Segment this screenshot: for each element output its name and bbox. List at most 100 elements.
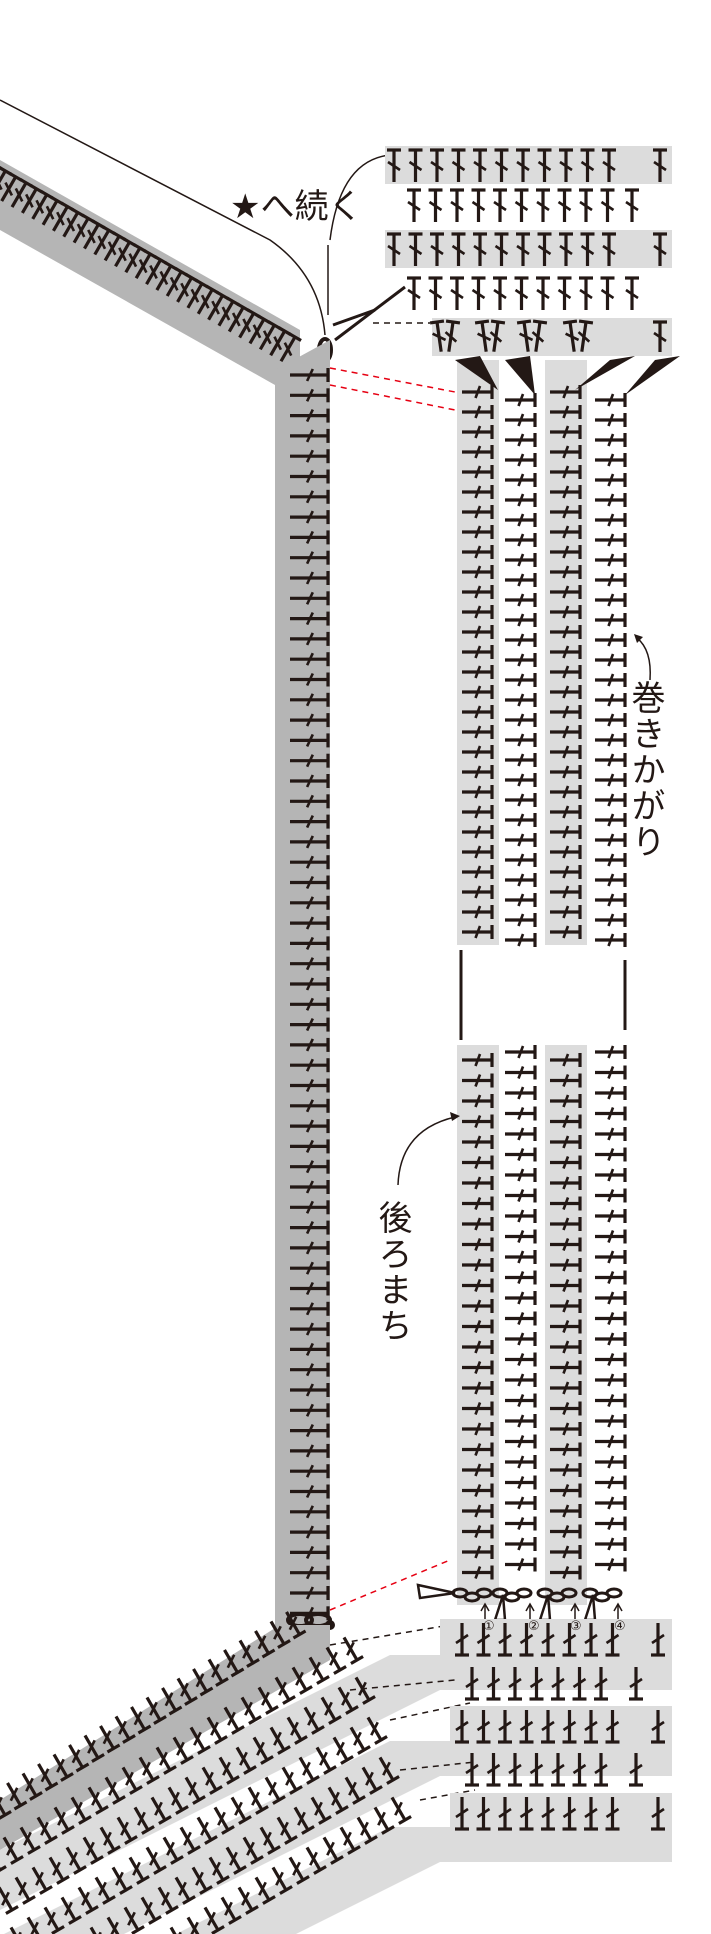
stitch-symbol <box>505 653 537 667</box>
stitch-symbol <box>0 166 13 196</box>
stitch-symbol <box>550 585 582 599</box>
stitch-symbol <box>595 873 627 887</box>
stitch-symbol <box>505 1270 537 1285</box>
stitch-symbol <box>155 1746 177 1775</box>
stitch-symbol <box>37 1763 59 1792</box>
stitch-symbol <box>450 276 464 310</box>
stitch-symbol <box>462 785 494 799</box>
stitch-symbol <box>462 745 494 759</box>
stitch-symbol <box>48 1856 70 1885</box>
stitch-symbol <box>595 813 627 827</box>
stitch-symbol <box>269 1620 291 1649</box>
stitch-symbol <box>462 645 494 659</box>
stitch-symbol <box>550 785 582 799</box>
stitch-symbol <box>462 425 494 439</box>
stitch-symbol <box>238 308 261 339</box>
stitch-symbol <box>505 813 537 827</box>
stitch-symbol <box>462 1053 494 1067</box>
stitch-symbol <box>498 1623 512 1657</box>
stitch-symbol <box>651 1710 665 1744</box>
stitch-symbol <box>550 1545 582 1559</box>
stitch-symbol <box>462 1073 494 1088</box>
stitch-symbol <box>290 1098 330 1113</box>
stitch-symbol <box>220 1896 242 1925</box>
stitch-symbol <box>186 1916 203 1934</box>
stitch-symbol <box>274 1676 296 1705</box>
stitch-symbol <box>237 1886 259 1915</box>
stitch-symbol <box>0 1886 19 1915</box>
stitch-symbol <box>290 1058 330 1073</box>
stitch-symbol <box>387 148 401 182</box>
stitch-symbol <box>87 1786 109 1815</box>
stitch-symbol <box>179 1826 201 1855</box>
stitch-symbol <box>254 1876 276 1905</box>
stitch-symbol <box>505 593 537 607</box>
stitch-symbol <box>247 1786 269 1815</box>
stitch-symbol <box>290 1017 330 1032</box>
stitch-symbol <box>366 1716 388 1745</box>
stitch-symbol <box>290 936 330 951</box>
stitch-symbol <box>290 1261 330 1276</box>
stitch-symbol <box>595 793 627 807</box>
stitch-symbol <box>462 1524 494 1539</box>
stitch-symbol <box>145 255 168 285</box>
stitch-symbol <box>344 1776 366 1805</box>
stitch-symbol <box>462 465 494 479</box>
stitch-symbol <box>462 1278 494 1293</box>
stitch-symbol <box>124 243 147 274</box>
stitch-symbol <box>550 1422 582 1436</box>
stitch-symbol <box>550 1053 582 1067</box>
stitch-symbol <box>505 1147 537 1162</box>
stitch-symbol <box>2 1836 24 1865</box>
stitch-symbol <box>290 1119 330 1134</box>
stitch-symbol <box>505 1045 537 1059</box>
stitch-symbol <box>462 905 494 919</box>
stitch-symbol <box>172 1736 194 1765</box>
stitch-symbol <box>225 1846 247 1875</box>
stitch-symbol <box>550 505 582 519</box>
stitch-symbol <box>72 213 95 244</box>
stitch-symbol <box>157 1886 179 1915</box>
stitch-symbol <box>595 1373 627 1387</box>
stitch-symbol <box>595 1455 627 1469</box>
stitch-symbol <box>264 1776 286 1805</box>
stitch-symbol <box>537 232 552 266</box>
stitch-symbol <box>26 1916 43 1934</box>
stitch-symbol <box>462 1422 494 1436</box>
stitch-symbol <box>290 489 330 504</box>
stitch-symbol <box>595 733 627 747</box>
stitch-symbol <box>161 1687 183 1716</box>
stitch-symbol <box>505 1414 537 1428</box>
stitch-symbol <box>595 593 627 607</box>
stitch-symbol <box>493 188 507 222</box>
stitch-symbol <box>184 1776 206 1805</box>
stitch-symbol <box>62 207 85 238</box>
stitch-symbol <box>356 1816 378 1845</box>
stitch-symbol <box>550 1340 582 1354</box>
stitch-symbol <box>651 1797 665 1831</box>
gusset-columns <box>455 356 680 1605</box>
stitch-symbol <box>595 653 627 667</box>
stitch-symbol <box>82 1836 104 1865</box>
stitch-symbol <box>505 1086 537 1100</box>
stitch-symbol <box>595 1393 627 1408</box>
stitch-symbol <box>505 533 537 547</box>
stitch-symbol <box>550 1217 582 1231</box>
stitch-symbol <box>505 1209 537 1223</box>
stitch-symbol <box>227 302 251 333</box>
stitch-symbol <box>6 1782 28 1811</box>
stitch-symbol <box>290 1565 330 1580</box>
stitch-symbol <box>465 1667 479 1701</box>
stitch-symbol <box>505 1373 537 1387</box>
stitch-symbol <box>550 605 582 619</box>
stitch-symbol <box>572 1753 587 1787</box>
stitch-symbol <box>550 1299 582 1313</box>
stitch-symbol <box>176 1677 198 1706</box>
stitch-symbol <box>595 513 627 527</box>
stitch-symbol <box>505 773 537 787</box>
stitch-symbol <box>505 1557 537 1572</box>
stitch-symbol <box>342 1636 364 1665</box>
stitch-symbol <box>279 332 302 363</box>
stitch-symbol <box>595 893 627 907</box>
